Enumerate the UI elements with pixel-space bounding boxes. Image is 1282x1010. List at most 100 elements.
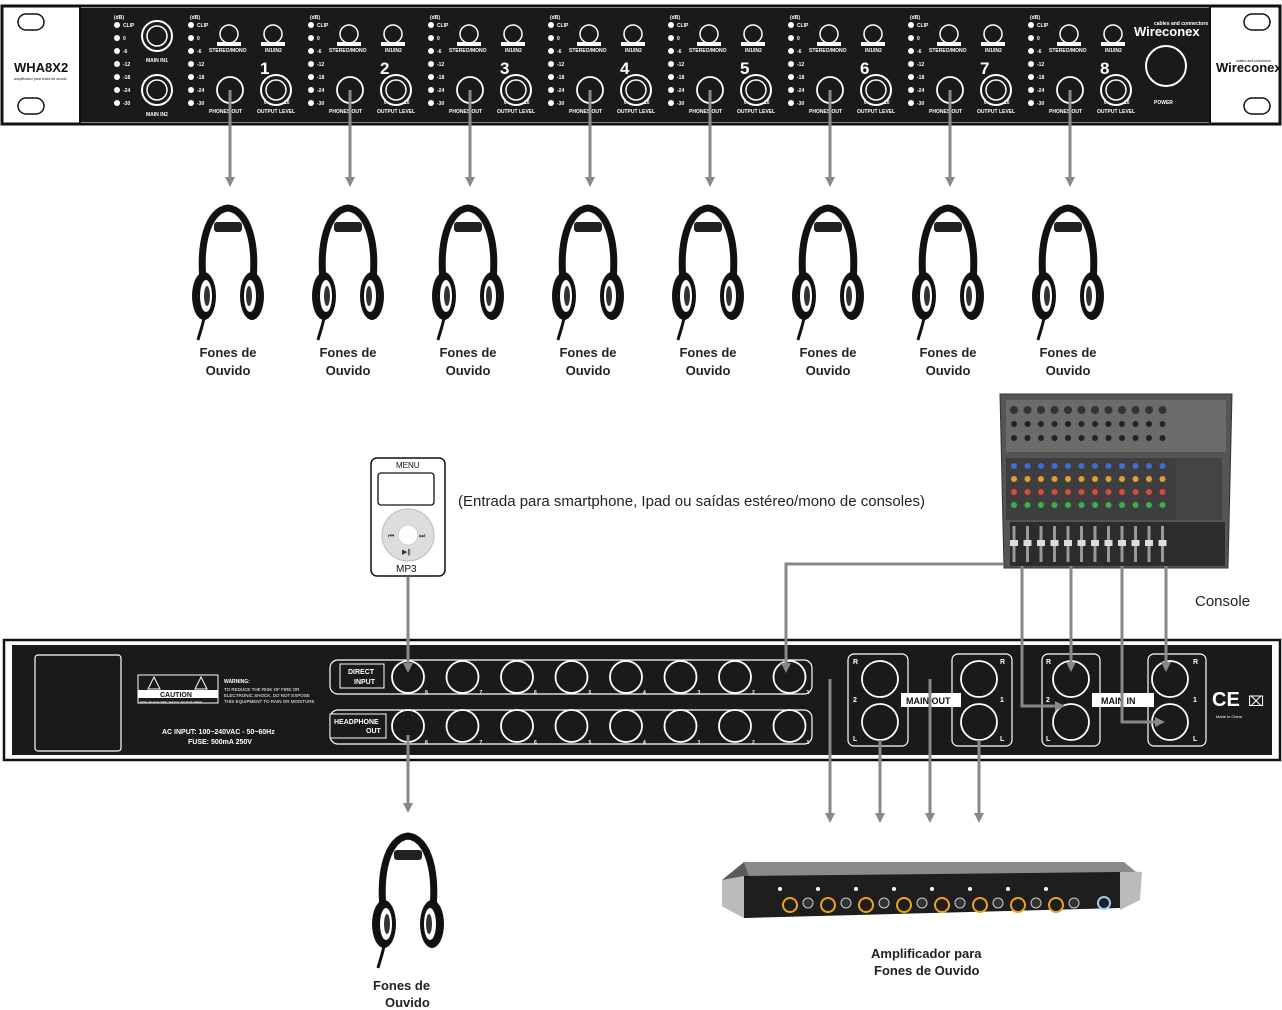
meter-level-label: 0 xyxy=(677,36,680,42)
main-out-1-l-jack[interactable] xyxy=(960,703,998,741)
console-input-jack xyxy=(1050,406,1059,414)
phones-out-label: PHONES OUT xyxy=(929,109,962,115)
meter-level-label: 0 xyxy=(317,36,320,42)
headphone-out-jack-3[interactable] xyxy=(663,709,698,743)
meter-led xyxy=(114,22,120,28)
meter-level-label: -30 xyxy=(917,101,924,107)
svg-text:L: L xyxy=(1046,736,1051,743)
power-button[interactable] xyxy=(1145,45,1187,87)
headphone-out-jack-7[interactable] xyxy=(445,709,480,743)
amp-power-button[interactable] xyxy=(1097,896,1111,910)
meter-level-label: -24 xyxy=(437,88,444,94)
headphone-out-jack-4[interactable] xyxy=(609,709,643,743)
meter-level-label: -6 xyxy=(197,49,202,55)
ce-mark: CE xyxy=(1212,689,1240,711)
headphone-icon xyxy=(192,208,264,340)
amp-led xyxy=(1044,887,1048,891)
meter-level-label: -24 xyxy=(197,88,204,94)
direct-input-jack-1[interactable] xyxy=(772,660,807,694)
meter-header: (dB) xyxy=(550,15,560,21)
main-in-2-l-jack[interactable] xyxy=(1052,703,1090,741)
jack-number: 7 xyxy=(480,740,483,746)
output-level-knob[interactable] xyxy=(1100,74,1132,106)
headphone-label: Fones de xyxy=(799,345,856,360)
meter-led xyxy=(668,61,674,67)
switch-base xyxy=(217,42,241,46)
amp-phones-jack xyxy=(782,897,798,913)
output-level-knob[interactable] xyxy=(380,74,412,106)
meter-led xyxy=(308,48,314,54)
console-eq-knob xyxy=(1024,502,1031,508)
meter-led xyxy=(188,74,194,80)
meter-led xyxy=(908,87,914,93)
output-level-knob[interactable] xyxy=(260,74,292,106)
output-level-knob[interactable] xyxy=(740,74,772,106)
headphone-out-jack-2[interactable] xyxy=(718,709,752,743)
amplifier-label-2: Fones de Ouvido xyxy=(874,963,980,978)
meter-header: (dB) xyxy=(310,15,320,21)
headphone-label-2: Ouvido xyxy=(686,363,731,378)
output-level-knob[interactable] xyxy=(980,74,1012,106)
main-in2-knob[interactable] xyxy=(141,74,173,106)
direct-input-jack-6[interactable] xyxy=(500,660,534,694)
meter-level-label: -30 xyxy=(557,101,564,107)
headphone-out-jack-1[interactable] xyxy=(772,709,807,743)
stereo-mono-label: STEREO/MONO xyxy=(929,48,967,54)
output-level-label: OUTPUT LEVEL xyxy=(1097,109,1135,115)
console-eq-knob xyxy=(1159,502,1166,508)
headphone-label: Fones de xyxy=(679,345,736,360)
svg-text:L: L xyxy=(853,736,858,743)
headphone-out-jack-5[interactable] xyxy=(554,709,589,743)
amp-led xyxy=(968,887,972,891)
headphone-label: Fones de xyxy=(559,345,616,360)
switch-base xyxy=(381,42,405,46)
direct-input-jack-4[interactable] xyxy=(609,660,643,694)
main-in1-knob[interactable] xyxy=(141,20,173,52)
svg-text:R: R xyxy=(1193,659,1198,666)
meter-led xyxy=(188,48,194,54)
amp-led xyxy=(930,887,934,891)
meter-level-label: -6 xyxy=(317,49,322,55)
warning-line: THIS EQUIPMENT TO RAIN OR MOISTURE xyxy=(224,699,315,704)
direct-input-jack-2[interactable] xyxy=(718,660,752,694)
console-fader xyxy=(1023,540,1032,546)
meter-level-label: -24 xyxy=(677,88,684,94)
main-out-2-r-jack[interactable] xyxy=(861,660,899,698)
switch-base xyxy=(981,42,1005,46)
input-note: (Entrada para smartphone, Ipad ou saídas… xyxy=(458,493,925,510)
main-in-1-r-jack[interactable] xyxy=(1151,660,1189,698)
meter-led xyxy=(668,35,674,41)
knob-min-label: 0 xyxy=(504,100,507,106)
headphone-label-2: Ouvido xyxy=(806,363,851,378)
jack-number: 8 xyxy=(425,740,428,746)
output-level-knob[interactable] xyxy=(860,74,892,106)
console-input-jack xyxy=(1145,406,1153,414)
console-eq-knob xyxy=(1038,502,1044,508)
direct-input-jack-5[interactable] xyxy=(554,660,589,694)
output-level-knob[interactable] xyxy=(620,74,652,106)
switch-base xyxy=(741,42,765,46)
console-eq-knob xyxy=(1159,489,1166,495)
knob-max-label: 10 xyxy=(1124,100,1130,106)
knob-cap xyxy=(265,79,287,101)
console-knob xyxy=(1038,435,1044,441)
main-out-1-r-jack[interactable] xyxy=(960,660,998,698)
console-eq-knob xyxy=(1038,463,1044,469)
knob-max-label: 10 xyxy=(524,100,530,106)
direct-input-jack-7[interactable] xyxy=(445,660,480,694)
phones-out-label: PHONES OUT xyxy=(809,109,842,115)
amp-phones-jack xyxy=(896,897,912,913)
direct-input-jack-3[interactable] xyxy=(663,660,698,694)
output-level-knob[interactable] xyxy=(500,74,532,106)
console-fader xyxy=(1104,540,1113,546)
headphone-out-jack-6[interactable] xyxy=(500,709,534,743)
output-level-label: OUTPUT LEVEL xyxy=(857,109,895,115)
caution-label: CAUTION xyxy=(160,692,192,699)
main-out-2-l-jack[interactable] xyxy=(861,703,899,741)
amp-level-knob xyxy=(916,897,928,909)
knob-max-label: 10 xyxy=(884,100,890,106)
